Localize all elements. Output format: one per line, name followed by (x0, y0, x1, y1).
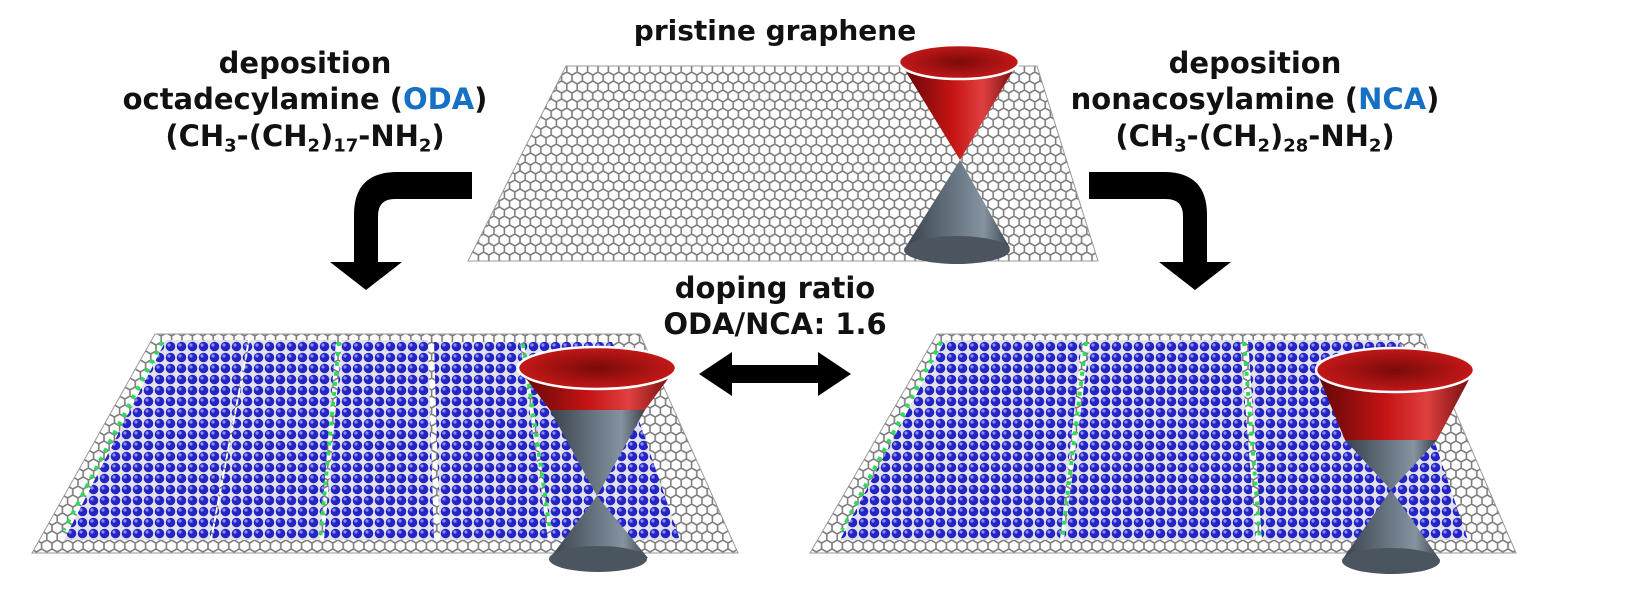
nca-acronym: NCA (1358, 82, 1427, 117)
doping-ratio-title: doping ratio (674, 271, 876, 305)
nca-deposition-line: deposition (1168, 46, 1342, 80)
oda-deposition-label: deposition octadecylamine (ODA) (CH3-(CH… (110, 45, 500, 154)
pristine-graphene-sheet (467, 65, 1099, 262)
dirac-cone-top (897, 43, 1021, 264)
double-arrow (699, 352, 851, 396)
doping-ratio-label: doping ratio ODA/NCA: 1.6 (605, 270, 945, 343)
doping-ratio-value: ODA/NCA: 1.6 (663, 307, 887, 342)
oda-name-line: octadecylamine (ODA) (122, 82, 488, 117)
nca-formula: (CH3-(CH2)28-NH2) (1115, 118, 1395, 156)
oda-formula: (CH3-(CH2)17-NH2) (165, 118, 445, 156)
dirac-cone-bottom-right (1314, 346, 1476, 574)
dirac-cone-bottom-left (516, 345, 678, 572)
oda-deposition-line: deposition (218, 46, 392, 80)
nca-deposition-label: deposition nonacosylamine (NCA) (CH3-(CH… (1055, 45, 1455, 154)
curved-arrow-right (1089, 172, 1231, 290)
nca-name-line: nonacosylamine (NCA) (1070, 82, 1440, 117)
curved-arrow-left (330, 172, 472, 290)
oda-acronym: ODA (402, 82, 475, 117)
pristine-graphene-label: pristine graphene (633, 14, 917, 47)
